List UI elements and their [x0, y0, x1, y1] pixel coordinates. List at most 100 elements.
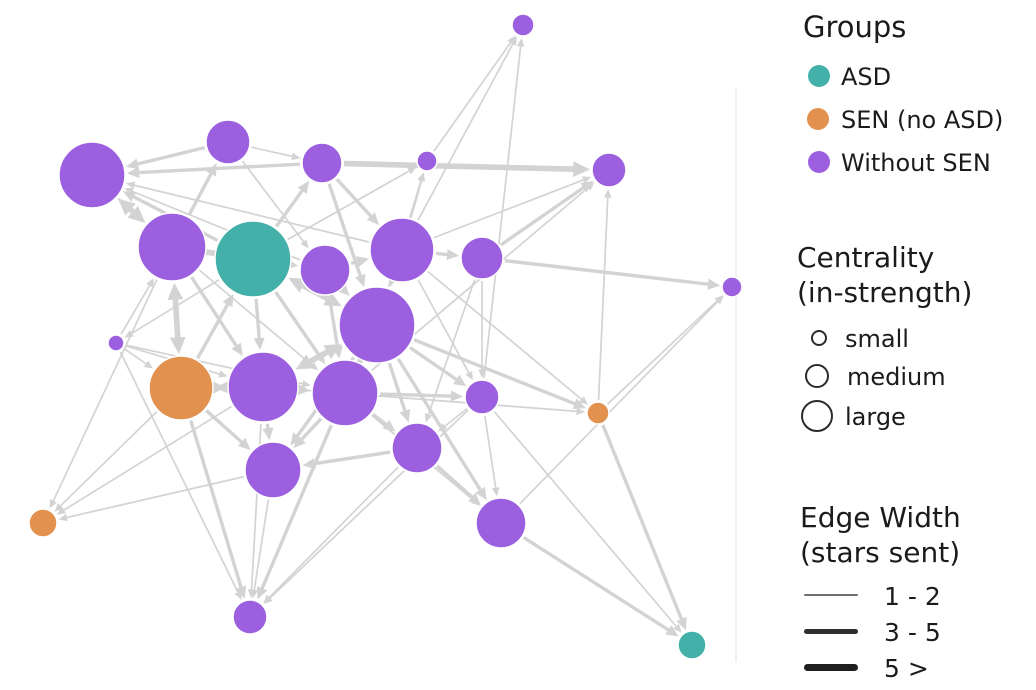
edge: [606, 299, 720, 405]
without-sen-legend-label: Without SEN: [841, 149, 991, 177]
edge-arrowhead: [222, 293, 234, 308]
edge: [409, 346, 460, 383]
edge-arrowhead: [475, 486, 487, 501]
thin-edge-label: 1 - 2: [884, 582, 941, 611]
edge: [433, 178, 586, 239]
node-n21-sen: [28, 508, 58, 538]
edge: [254, 298, 262, 342]
edge: [335, 178, 375, 220]
node-n8-asd: [214, 220, 292, 298]
edge: [58, 411, 158, 508]
edge-arrowhead: [124, 330, 134, 338]
edge-arrowhead: [446, 248, 460, 261]
node-n24-none: [232, 599, 268, 635]
edge: [187, 170, 214, 217]
edge-arrowhead: [603, 188, 612, 198]
edge: [387, 362, 408, 415]
edge-arrowhead: [290, 432, 303, 446]
edge-arrowhead: [297, 384, 311, 396]
edge: [274, 187, 306, 228]
node-n25-asd: [677, 630, 707, 660]
edge-arrowhead: [491, 487, 500, 497]
edge: [493, 410, 679, 629]
edge: [298, 417, 323, 443]
sen-legend-label: SEN (no ASD): [841, 106, 1004, 134]
node-n10-none: [369, 217, 435, 283]
edge: [442, 408, 468, 429]
edge: [597, 195, 609, 401]
edge: [417, 41, 515, 221]
edge: [483, 415, 497, 491]
edge-arrowhead: [465, 370, 473, 381]
edge-arrowhead: [516, 37, 525, 47]
edge-arrowhead: [673, 623, 682, 633]
edge-width-legend-title-line2: (stars sent): [800, 536, 961, 569]
edge-arrowhead: [126, 158, 140, 170]
edge: [196, 301, 231, 360]
node-n15-none: [227, 351, 299, 423]
edge-arrowhead: [295, 354, 314, 370]
node-n1-none: [58, 141, 126, 209]
node-n14-sen: [148, 355, 214, 421]
edge: [436, 464, 476, 501]
edge-width-legend-title-line1: Edge Width: [800, 501, 961, 534]
edge: [123, 347, 149, 366]
medium-centrality-circle: [805, 364, 829, 388]
edge-arrowhead: [468, 492, 481, 506]
edge: [251, 146, 295, 158]
edge-arrowhead: [301, 380, 311, 388]
edge-arrowhead: [714, 295, 724, 305]
edge: [253, 499, 270, 593]
edge-arrowhead: [253, 337, 265, 351]
edge: [64, 475, 244, 519]
edge-arrowhead: [143, 360, 154, 369]
node-n18-sen: [586, 401, 610, 425]
edge: [287, 169, 412, 241]
thin-edge-sample-line: [804, 594, 858, 596]
node-n3-none: [301, 142, 343, 184]
edge-arrowhead: [450, 390, 464, 402]
edge-arrowhead: [263, 595, 273, 604]
edge: [343, 160, 578, 173]
edge-arrowhead: [453, 374, 467, 387]
edge-arrowhead: [665, 625, 679, 637]
edge-arrowhead: [126, 181, 136, 189]
edge: [117, 197, 142, 220]
centrality-legend-title-line2: (in-strength): [797, 276, 973, 309]
edge-arrowhead: [302, 458, 316, 470]
node-n20-none: [244, 441, 302, 499]
node-n5-none: [511, 13, 535, 37]
edge: [132, 183, 370, 243]
asd-legend-label: ASD: [841, 63, 892, 91]
edge: [499, 184, 587, 247]
edge: [267, 466, 399, 600]
edge-arrowhead: [417, 172, 425, 182]
edge: [433, 40, 513, 152]
edge: [134, 146, 206, 167]
edge: [51, 279, 158, 504]
edge-arrowhead: [407, 166, 417, 175]
edge-arrowhead: [56, 506, 66, 515]
node-n22-none: [391, 422, 443, 474]
edge-arrowhead: [337, 283, 350, 296]
edge-arrowhead: [355, 256, 370, 267]
edge: [259, 424, 333, 592]
large-centrality-label: large: [845, 403, 906, 431]
edge-arrowhead: [231, 342, 243, 356]
edge: [205, 409, 245, 446]
edge-arrowhead: [478, 369, 486, 378]
edge-arrowhead: [58, 513, 68, 522]
node-n23-none: [475, 497, 527, 549]
edge-arrowhead: [49, 499, 57, 509]
edge-arrowhead: [399, 409, 411, 423]
centrality-legend-title-line1: Centrality: [797, 241, 935, 274]
node-layer: [28, 13, 743, 660]
edge-arrowhead: [124, 187, 134, 195]
edge-arrowhead: [572, 398, 586, 409]
edge-arrowhead: [573, 161, 591, 178]
edge-arrowhead: [250, 589, 259, 599]
node-n9-none: [299, 244, 351, 296]
edge: [519, 299, 720, 505]
medium-edge-label: 3 - 5: [884, 618, 941, 647]
without-sen-legend-dot: [808, 151, 830, 173]
